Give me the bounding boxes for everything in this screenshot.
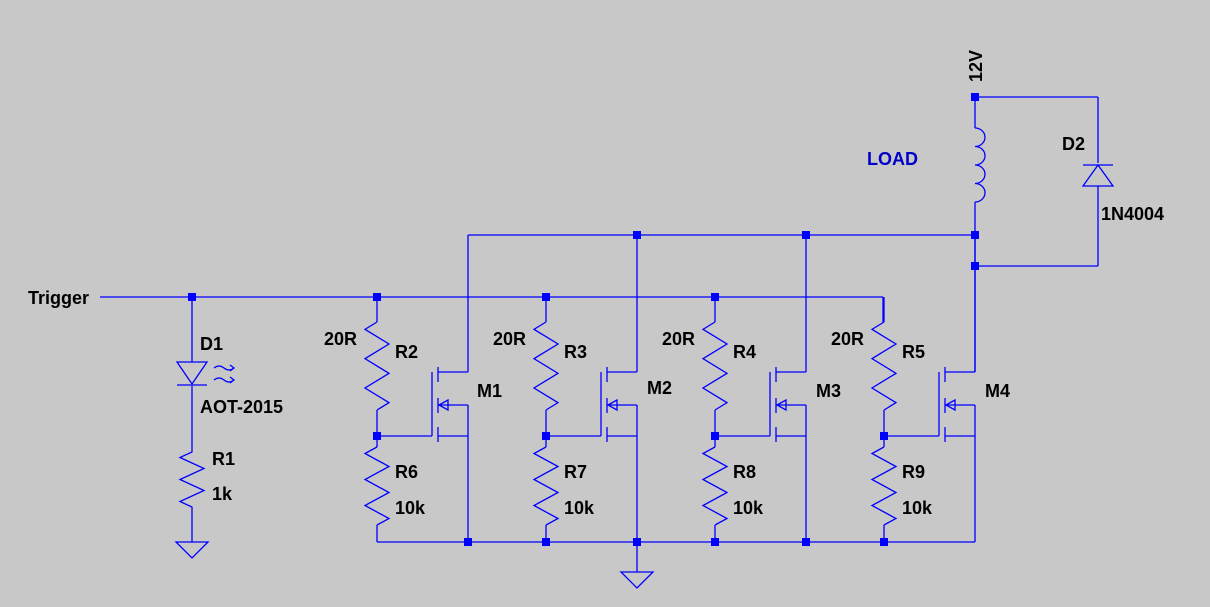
d1-led-symbol (175, 361, 236, 386)
gate-resistor-value: 20R (324, 329, 357, 349)
junction-dot (633, 231, 641, 239)
stage-1-labels: 20R R2 M1 R6 10k (324, 329, 502, 518)
pulldown-resistor-name: R8 (733, 462, 756, 482)
mosfet-stages (363, 235, 976, 542)
load-inductor (974, 127, 986, 203)
junction-dot (542, 538, 550, 546)
junction-dot (373, 432, 381, 440)
junction-dot (373, 293, 381, 301)
gate-resistor-symbol (870, 321, 898, 411)
junction-dot (802, 538, 810, 546)
pulldown-resistor-symbol (870, 446, 898, 526)
junction-dot (711, 432, 719, 440)
junction-dot (880, 432, 888, 440)
gate-resistor-value: 20R (662, 329, 695, 349)
junction-dot (711, 293, 719, 301)
pulldown-resistor-symbol (701, 446, 729, 526)
trigger-label: Trigger (28, 288, 89, 308)
pulldown-resistor-name: R6 (395, 462, 418, 482)
body-arrow-icon (944, 398, 956, 412)
gate-resistor-symbol (363, 321, 391, 411)
body-arrow-icon (606, 398, 618, 412)
body-arrow-icon (775, 398, 787, 412)
pulldown-resistor-value: 10k (733, 498, 764, 518)
stage-4-labels: 20R R5 M4 R9 10k (831, 329, 1010, 518)
d2-name: D2 (1062, 134, 1085, 154)
gate-resistor-symbol (532, 321, 560, 411)
ground-icon (619, 571, 655, 589)
gate-resistor-name: R3 (564, 342, 587, 362)
gate-resistor-symbol (701, 321, 729, 411)
junction-dot (188, 293, 196, 301)
mosfet-name: M4 (985, 381, 1010, 401)
junction-dot (971, 262, 979, 270)
r1-value: 1k (212, 484, 233, 504)
junction-dot (711, 538, 719, 546)
ground-icon (174, 541, 210, 559)
d2-value: 1N4004 (1101, 204, 1164, 224)
junction-dot (542, 293, 550, 301)
gate-resistor-name: R5 (902, 342, 925, 362)
junction-dot (464, 538, 472, 546)
junction-dot (971, 231, 979, 239)
junction-dot (633, 538, 641, 546)
junction-dots (188, 93, 979, 546)
mosfet-name: M3 (816, 381, 841, 401)
d1-value: AOT-2015 (200, 397, 283, 417)
pulldown-resistor-symbol (363, 446, 391, 526)
gate-resistor-value: 20R (493, 329, 526, 349)
stage-3-labels: 20R R4 M3 R8 10k (662, 329, 841, 518)
mosfet-name: M2 (647, 378, 672, 398)
junction-dot (542, 432, 550, 440)
junction-dot (802, 231, 810, 239)
pulldown-resistor-value: 10k (564, 498, 595, 518)
r1-resistor-symbol (178, 447, 206, 514)
pulldown-resistor-name: R9 (902, 462, 925, 482)
gate-resistor-value: 20R (831, 329, 864, 349)
d1-name: D1 (200, 334, 223, 354)
junction-dot (971, 93, 979, 101)
stage-2-labels: 20R R3 M2 R7 10k (493, 329, 672, 518)
gate-resistor-name: R4 (733, 342, 756, 362)
d2-diode-symbol (1081, 163, 1115, 187)
gate-resistor-name: R2 (395, 342, 418, 362)
pulldown-resistor-name: R7 (564, 462, 587, 482)
junction-dot (880, 538, 888, 546)
body-arrow-icon (437, 398, 449, 412)
r1-name: R1 (212, 449, 235, 469)
wires (100, 96, 1099, 572)
pulldown-resistor-value: 10k (902, 498, 933, 518)
pulldown-resistor-symbol (532, 446, 560, 526)
supply-12v-label: 12V (966, 50, 986, 82)
mosfet-name: M1 (477, 381, 502, 401)
load-label: LOAD (867, 149, 918, 169)
pulldown-resistor-value: 10k (395, 498, 426, 518)
